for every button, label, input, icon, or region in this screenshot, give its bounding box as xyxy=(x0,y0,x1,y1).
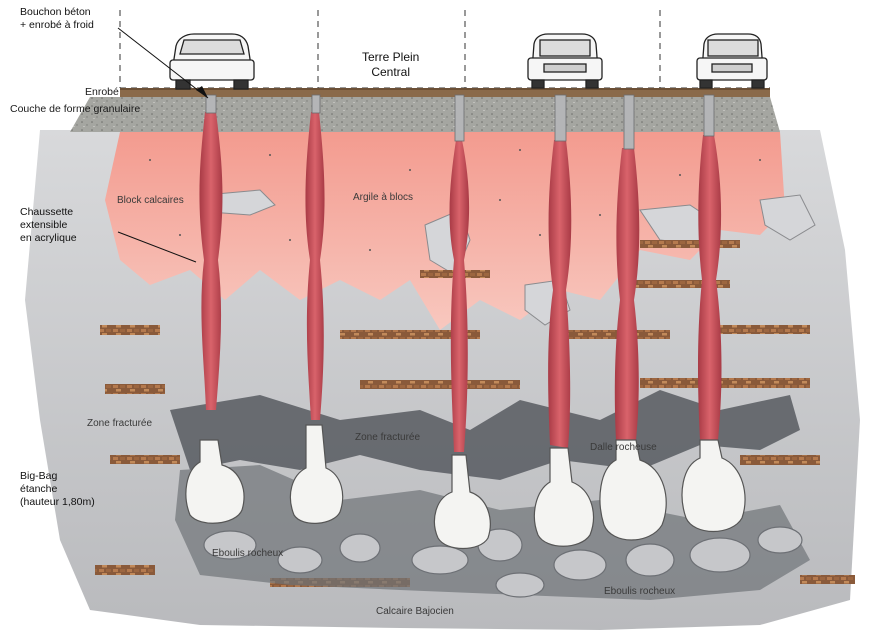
plug-annotation: Bouchon béton + enrobé à froid xyxy=(20,6,94,32)
median-label: Terre Plein Central xyxy=(362,50,419,79)
plug-label: Bouchon béton + enrobé à froid xyxy=(20,6,94,31)
car-rear-icon xyxy=(697,34,767,88)
argile-label: Argile à blocs xyxy=(353,192,413,204)
sock-label: Chaussette extensible en acrylique xyxy=(20,206,77,244)
bigbag-annotation: Big-Bag étanche (hauteur 1,80m) xyxy=(20,470,95,509)
calcaire-label: Calcaire Bajocien xyxy=(376,606,454,618)
zone-mid-label: Zone fracturée xyxy=(355,432,420,444)
eboulis-right-label: Eboulis rocheux xyxy=(604,586,675,598)
gravel-layer xyxy=(70,97,780,132)
car-rear-icon xyxy=(528,34,602,88)
couche-label: Couche de forme granulaire xyxy=(10,103,140,115)
zone-left-label: Zone fracturée xyxy=(87,418,152,430)
sock-annotation: Chaussette extensible en acrylique xyxy=(20,206,77,245)
bigbag-label: Big-Bag étanche (hauteur 1,80m) xyxy=(20,470,95,508)
car-icon xyxy=(170,34,254,89)
dalle-label: Dalle rocheuse xyxy=(590,442,657,454)
median-annotation: Terre Plein Central xyxy=(362,50,419,80)
block-label: Block calcaires xyxy=(117,195,184,207)
eboulis-left-label: Eboulis rocheux xyxy=(212,548,283,560)
enrobe-label: Enrobé xyxy=(85,86,119,98)
